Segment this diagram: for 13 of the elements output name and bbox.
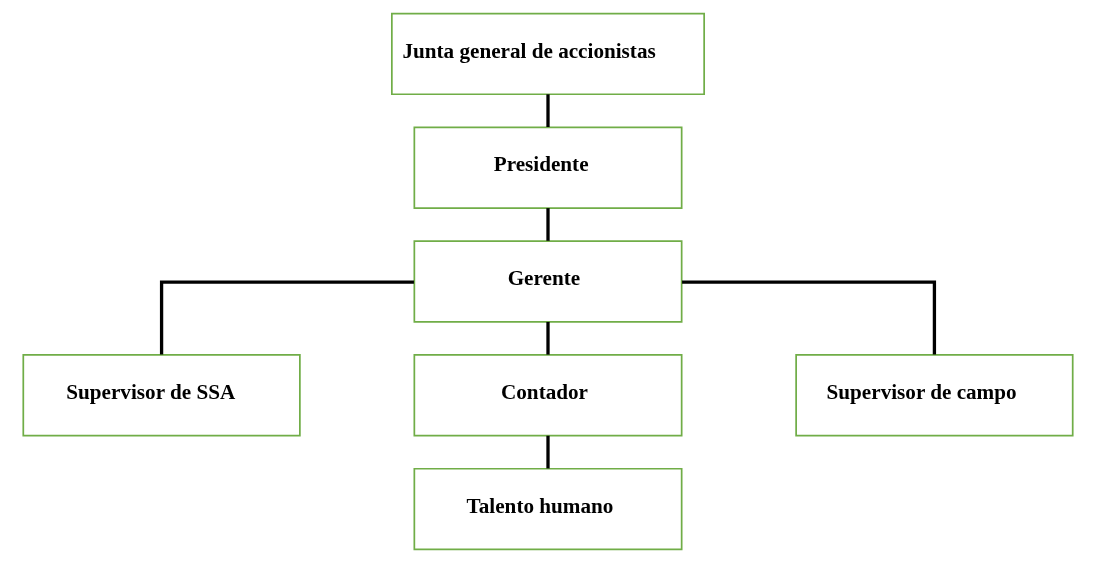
node-box: Supervisor de SSA [21,354,301,437]
node-box: Supervisor de campo [794,354,1074,437]
connector [545,435,550,469]
node-box: Talento humano [412,467,682,551]
connector [545,208,550,241]
connector [545,321,550,355]
node-box: Contador [412,354,682,437]
connector [681,280,936,355]
node-box: Presidente [412,126,682,209]
node-box: Junta general de accionistas [390,12,705,96]
connector [545,94,550,127]
node-box: Gerente [412,240,682,323]
connector [159,280,414,355]
